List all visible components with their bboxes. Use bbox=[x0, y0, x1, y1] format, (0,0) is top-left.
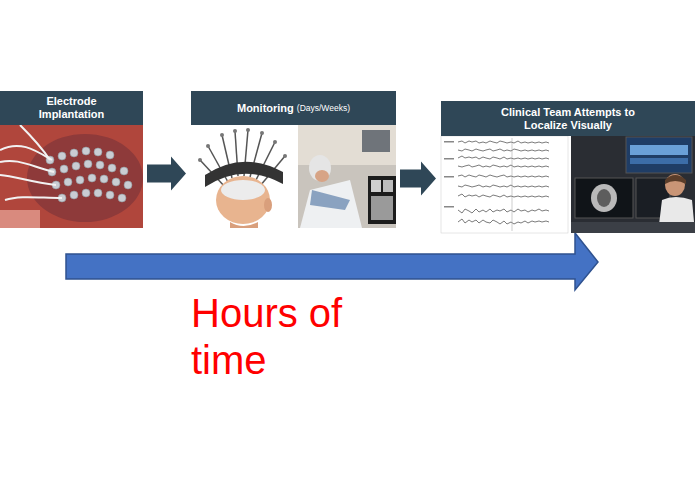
surgery-photo bbox=[0, 125, 143, 228]
patient-photo bbox=[298, 125, 396, 228]
panel-header: Electrode Implantation bbox=[0, 91, 143, 125]
head-model bbox=[191, 125, 295, 228]
panel-header: Monitoring(Days/Weeks) bbox=[191, 91, 396, 125]
header-title: Electrode Implantation bbox=[22, 95, 122, 121]
header-title: Monitoring bbox=[237, 102, 294, 115]
eeg-traces bbox=[441, 136, 568, 233]
flow-arrow bbox=[147, 157, 186, 191]
timeline-arrow bbox=[66, 233, 598, 290]
stage-panel: Monitoring(Days/Weeks) bbox=[191, 91, 396, 228]
stage-panel: Clinical Team Attempts to Localize Visua… bbox=[441, 101, 695, 233]
stage-panel: Electrode Implantation bbox=[0, 91, 143, 228]
time-note: Hours of time bbox=[191, 290, 371, 384]
header-subtitle: (Days/Weeks) bbox=[297, 102, 350, 115]
flow-arrow bbox=[400, 162, 436, 196]
header-title: Clinical Team Attempts to Localize Visua… bbox=[500, 106, 636, 132]
reviewer-photo bbox=[571, 136, 695, 233]
panel-header: Clinical Team Attempts to Localize Visua… bbox=[441, 101, 695, 136]
